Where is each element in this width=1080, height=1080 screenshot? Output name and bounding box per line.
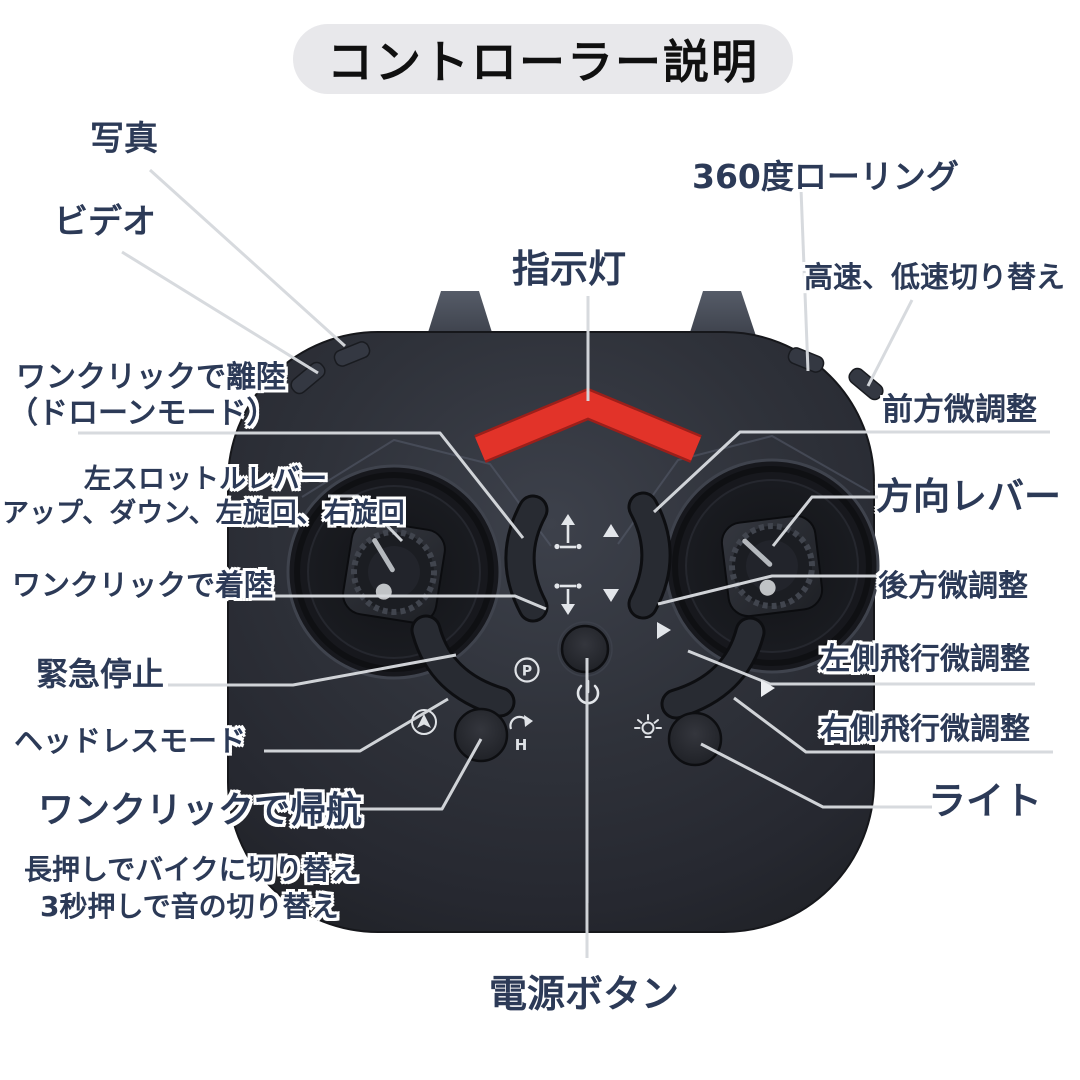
callout-line-direction [771,495,878,547]
indicator-chevron [475,390,701,461]
page-title: コントローラー説明 [327,35,759,89]
label-landing: ワンクリックで着陸 [12,568,274,602]
label-throttle-line2: アップ、ダウン、左旋回、右旋回 [2,498,405,529]
return-home-icon: H [509,715,533,754]
power-button [560,624,610,674]
callout-line-right-trim [733,696,1053,754]
roll360-shoulder-button [787,347,825,373]
right-direction-stick [664,458,880,674]
light-bulb-icon [634,714,662,738]
right-triangle-icon-2 [761,680,775,697]
callout-line-left-trim [687,649,1035,686]
callout-line-forward-trim [652,430,1050,514]
label-video: ビデオ [54,202,156,242]
left-antenna-ear [425,291,495,342]
right-antenna-ear [687,291,758,342]
label-takeoff-line1: ワンクリックで離陸 [16,360,286,395]
forward-trim-crescent [630,494,669,617]
right-triangle-icon [657,622,671,639]
label-light: ライト [928,779,1043,823]
power-button-ring [557,621,613,677]
label-right-flight-trim: 右側飛行微調整 [820,712,1030,747]
light-button [667,711,723,767]
label-backward-trim: 後方微調整 [878,569,1028,604]
label-power-button: 電源ボタン [489,972,680,1016]
callout-line-light [700,742,932,809]
callout-line-throttle [328,494,404,543]
callout-line-photo [148,168,347,348]
title-pill: コントローラー説明 [293,24,793,94]
callout-line-headless [264,697,449,753]
right-bottom-trim-crescent [663,619,763,717]
left-throttle-stick [286,464,502,680]
label-speed-switch: 高速、低速切り替え [804,260,1066,294]
label-roll360: 360度ローリング [692,157,959,196]
takeoff-trim-crescent [507,497,546,620]
callout-line-speed [866,299,914,387]
label-emergency-stop: 緊急停止 [36,655,165,693]
takeoff-icon [554,514,582,550]
callout-line-return [356,738,483,811]
p-circle-icon: P [514,657,540,683]
label-headless: ヘッドレスモード [14,724,247,758]
svg-text:P: P [522,664,532,680]
label-photo: 写真 [90,119,158,159]
callout-line-takeoff [78,431,525,539]
photo-shoulder-button [333,341,371,367]
svg-text:H: H [515,736,528,754]
label-indicator: 指示灯 [512,247,627,291]
left-bottom-trim-crescent [413,617,513,715]
label-takeoff-line2: （ドローンモード） [8,396,277,431]
return-home-button [453,707,509,763]
video-shoulder-button [290,361,326,395]
label-return-home: ワンクリックで帰航 [38,790,363,831]
down-triangle-icon [603,589,619,602]
up-triangle-icon [603,524,619,537]
callout-line-roll360 [798,162,810,372]
label-left-flight-trim: 左側飛行微調整 [820,642,1030,677]
callout-line-backward-trim [657,574,877,606]
label-throttle-line1: 左スロットルレバー [84,464,327,495]
label-direction-lever: 方向レバー [876,475,1061,518]
landing-icon [554,583,582,615]
callout-line-emergency-stop [168,653,457,687]
callout-line-video [121,250,319,375]
callout-line-landing [270,594,547,611]
label-forward-trim: 前方微調整 [882,392,1037,428]
label-return-note2: 3秒押しで音の切り替え [40,890,339,923]
label-return-note1: 長押しでバイクに切り替え [24,853,359,886]
speed-shoulder-button [848,367,884,401]
